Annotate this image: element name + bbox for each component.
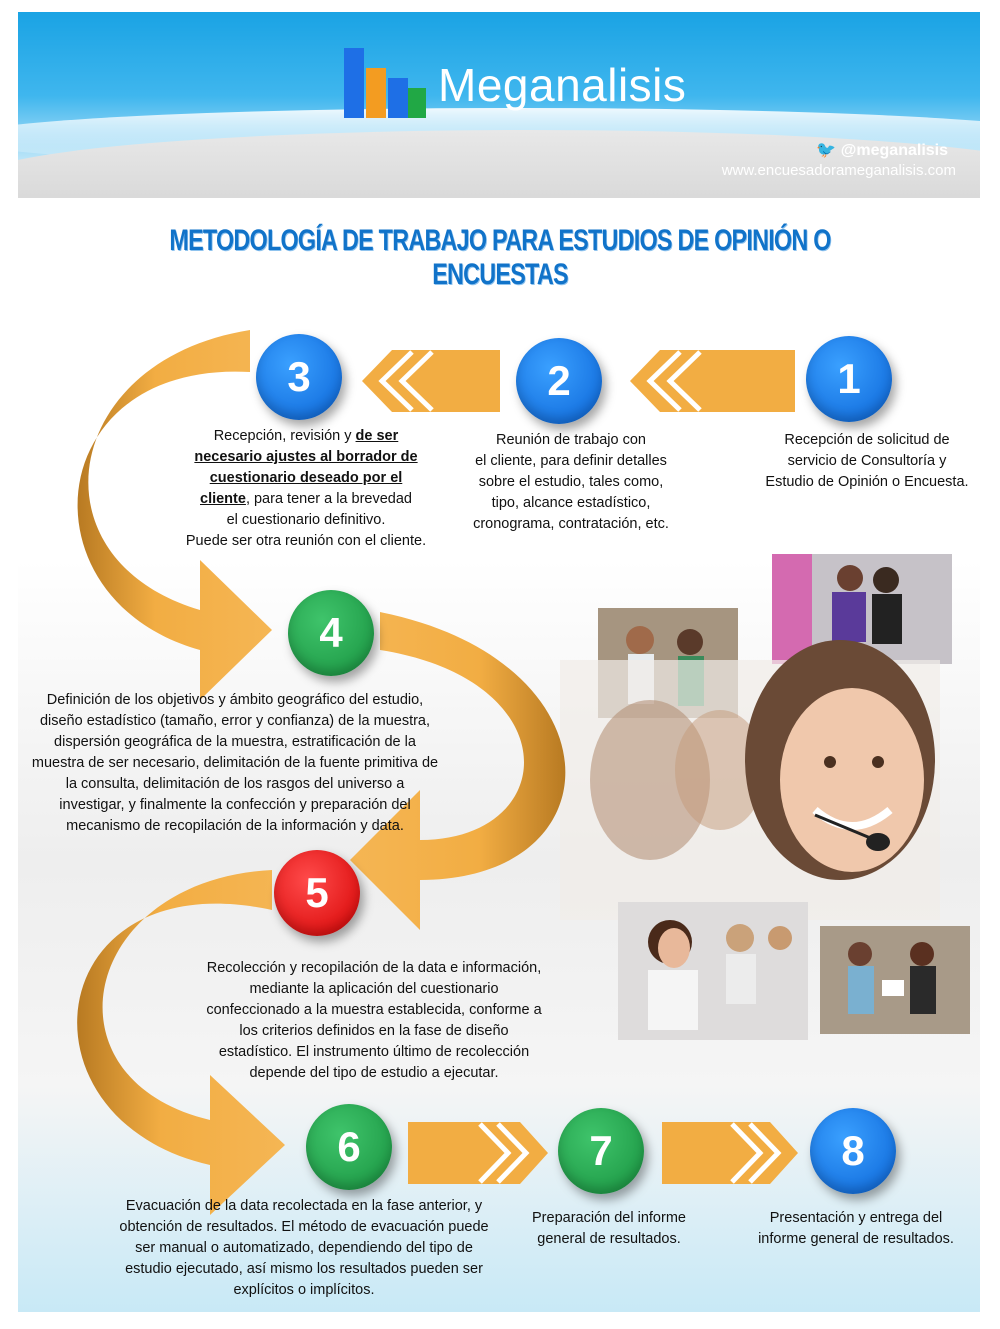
website-link[interactable]: www.encuesadorameganalisis.com [721, 162, 956, 179]
step-8-circle: 8 [810, 1108, 896, 1194]
photo-street-survey-3 [820, 926, 970, 1034]
step-2-description: Reunión de trabajo con el cliente, para … [473, 432, 669, 532]
step-7-circle: 7 [558, 1108, 644, 1194]
step-5-circle: 5 [274, 850, 360, 936]
chevron-arrow-6-to-7 [408, 1122, 548, 1184]
twitter-bird-icon: 🐦 [816, 142, 837, 159]
step-5-description: Recolección y recopilación de la data e … [206, 960, 542, 1081]
header-swoosh [18, 130, 980, 198]
chevron-arrow-7-to-8 [662, 1122, 798, 1184]
step-6-description: Evacuación de la data recolectada en la … [119, 1198, 489, 1298]
step-1-circle: 1 [806, 336, 892, 422]
step-7-description: Preparación del informe general de resul… [532, 1210, 686, 1247]
curved-arrow-4-to-5 [350, 612, 566, 930]
chevron-arrow-1-to-2 [630, 350, 795, 412]
photo-call-center-team [618, 902, 808, 1040]
curved-arrow-3-to-4 [77, 330, 272, 700]
step-2-circle: 2 [516, 338, 602, 424]
header-banner: Meganalisis 🐦 @meganalisis www.encuesado… [18, 12, 980, 198]
logo-icon [344, 48, 426, 118]
step-8-description: Presentación y entrega del informe gener… [758, 1210, 954, 1247]
step-4-circle: 4 [288, 590, 374, 676]
step-1-description: Recepción de solicitud de servicio de Co… [765, 432, 969, 490]
step-3-circle: 3 [256, 334, 342, 420]
page-title: METODOLOGÍA DE TRABAJO PARA ESTUDIOS DE … [169, 224, 831, 291]
chevron-arrow-2-to-3 [362, 350, 500, 412]
twitter-handle[interactable]: 🐦 @meganalisis [816, 142, 948, 159]
step-3-description: Recepción, revisión y de ser necesario a… [185, 428, 427, 549]
photo-street-survey-2 [772, 554, 952, 664]
step-4-description: Definición de los objetivos y ámbito geo… [31, 692, 439, 834]
photo-call-center-agent [560, 640, 940, 920]
step-6-circle: 6 [306, 1104, 392, 1190]
curved-arrow-5-to-6 [77, 870, 285, 1215]
brand-name: Meganalisis [438, 59, 687, 111]
photo-collage [560, 554, 970, 1040]
